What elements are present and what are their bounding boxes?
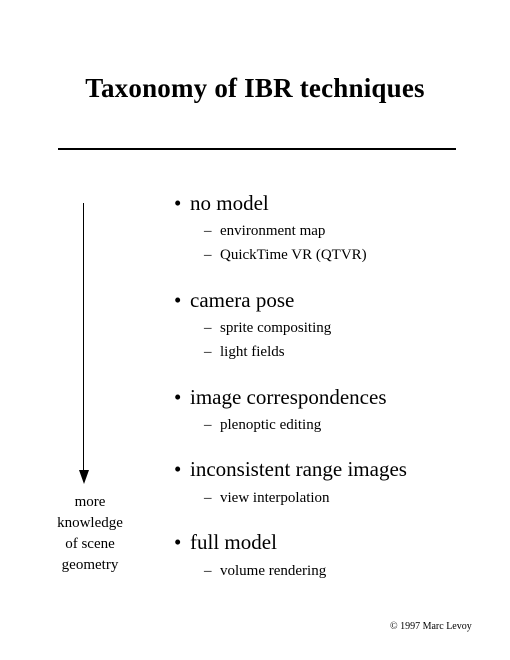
- subitem-environment-map: –environment map: [204, 221, 325, 241]
- taxonomy-item-image-correspondences: • image correspondences: [174, 384, 387, 410]
- taxonomy-item-inconsistent-range-images: • inconsistent range images: [174, 456, 407, 482]
- item-label: inconsistent range images: [190, 457, 407, 481]
- axis-label-line: more: [74, 494, 106, 510]
- taxonomy-item-no-model: • no model: [174, 190, 269, 216]
- subitem-volume-rendering: –volume rendering: [204, 561, 326, 581]
- bullet-icon: •: [174, 457, 182, 481]
- bullet-icon: •: [174, 530, 182, 554]
- subitem-light-fields: –light fields: [204, 342, 285, 362]
- axis-label-line: geometry: [61, 557, 119, 573]
- item-label: camera pose: [190, 288, 295, 312]
- subitem-view-interpolation: –view interpolation: [204, 488, 330, 508]
- subitem-label: volume rendering: [220, 563, 327, 579]
- taxonomy-item-camera-pose: • camera pose: [174, 287, 294, 313]
- subitem-quicktime-vr: –QuickTime VR (QTVR): [204, 245, 367, 265]
- subitem-label: light fields: [220, 344, 285, 360]
- dash-icon: –: [204, 563, 212, 579]
- down-arrow-icon: [83, 203, 84, 473]
- subitem-label: QuickTime VR (QTVR): [220, 247, 367, 263]
- bullet-icon: •: [174, 288, 182, 312]
- title-underline-divider: [58, 148, 456, 150]
- dash-icon: –: [204, 490, 212, 506]
- dash-icon: –: [204, 344, 212, 360]
- item-label: no model: [190, 191, 269, 215]
- arrow-head-icon: [78, 470, 89, 484]
- subitem-label: sprite compositing: [220, 320, 332, 336]
- dash-icon: –: [204, 247, 212, 263]
- axis-label-line: knowledge: [57, 515, 123, 531]
- dash-icon: –: [204, 320, 212, 336]
- subitem-label: view interpolation: [220, 490, 330, 506]
- taxonomy-item-full-model: • full model: [174, 529, 277, 555]
- dash-icon: –: [204, 417, 212, 433]
- subitem-sprite-compositing: –sprite compositing: [204, 318, 331, 338]
- subitem-label: plenoptic editing: [220, 417, 322, 433]
- subitem-label: environment map: [220, 223, 326, 239]
- copyright-notice: © 1997 Marc Levoy: [390, 621, 472, 632]
- subitem-plenoptic-editing: –plenoptic editing: [204, 415, 321, 435]
- bullet-icon: •: [174, 385, 182, 409]
- bullet-icon: •: [174, 191, 182, 215]
- item-label: image correspondences: [190, 385, 387, 409]
- knowledge-axis-label: more knowledge of scene geometry: [40, 492, 140, 576]
- item-label: full model: [190, 530, 277, 554]
- slide-title: Taxonomy of IBR techniques: [85, 73, 425, 103]
- dash-icon: –: [204, 223, 212, 239]
- axis-label-line: of scene: [65, 536, 115, 552]
